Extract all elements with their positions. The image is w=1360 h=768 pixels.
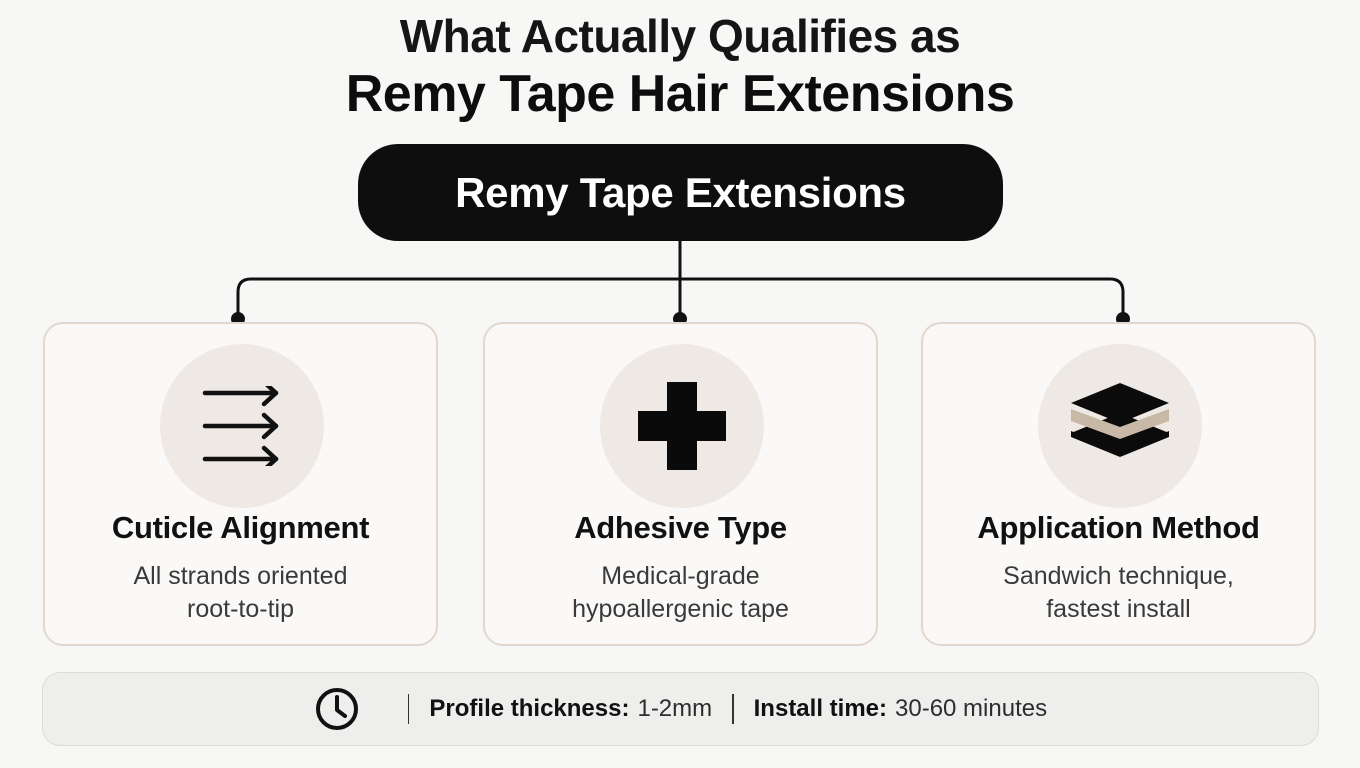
install-time-label: Install time:: [753, 695, 887, 722]
card-title: Cuticle Alignment: [111, 510, 370, 545]
card-cuticle-alignment: Cuticle Alignment All strands oriented r…: [43, 322, 438, 646]
card-description-line-1: Medical-grade: [601, 562, 760, 590]
medical-cross-icon: [638, 382, 726, 470]
footer-divider: [732, 694, 734, 724]
icon-circle: [1038, 344, 1202, 508]
layers-stack-icon: [1071, 383, 1169, 457]
icon-circle: [160, 344, 324, 508]
triple-arrow-right-icon: [202, 386, 279, 466]
card-description: Medical-grade hypoallergenic tape: [505, 560, 856, 626]
spec-footer-bar: Profile thickness: 1-2mm Install time: 3…: [42, 672, 1319, 746]
card-description: Sandwich technique, fastest install: [943, 560, 1294, 626]
thickness-label: Profile thickness:: [429, 695, 630, 722]
root-node-label: Remy Tape Extensions: [455, 168, 906, 216]
install-time-value: 30-60 minutes: [895, 695, 1048, 722]
thickness-value: 1-2mm: [637, 695, 713, 722]
card-application-method: Application Method Sandwich technique, f…: [921, 322, 1316, 646]
card-description-line-2: hypoallergenic tape: [572, 595, 789, 623]
card-description-line-2: root-to-tip: [187, 595, 294, 623]
card-description: All strands oriented root-to-tip: [65, 560, 416, 626]
spec-footer-content: Profile thickness: 1-2mm Install time: 3…: [43, 673, 1318, 745]
card-description-line-1: Sandwich technique,: [1003, 562, 1234, 590]
root-node: Remy Tape Extensions: [358, 144, 1003, 241]
card-title: Adhesive Type: [574, 510, 787, 545]
footer-divider: [407, 694, 410, 724]
icon-circle: [600, 344, 764, 508]
card-title: Application Method: [977, 510, 1260, 545]
title-line-1: What Actually Qualifies as: [399, 10, 961, 62]
card-description-line-2: fastest install: [1046, 595, 1191, 623]
title-line-2: Remy Tape Hair Extensions: [345, 65, 1015, 123]
card-adhesive-type: Adhesive Type Medical-grade hypoallergen…: [483, 322, 878, 646]
card-description-line-1: All strands oriented: [133, 562, 348, 590]
clock-icon: [314, 686, 360, 732]
